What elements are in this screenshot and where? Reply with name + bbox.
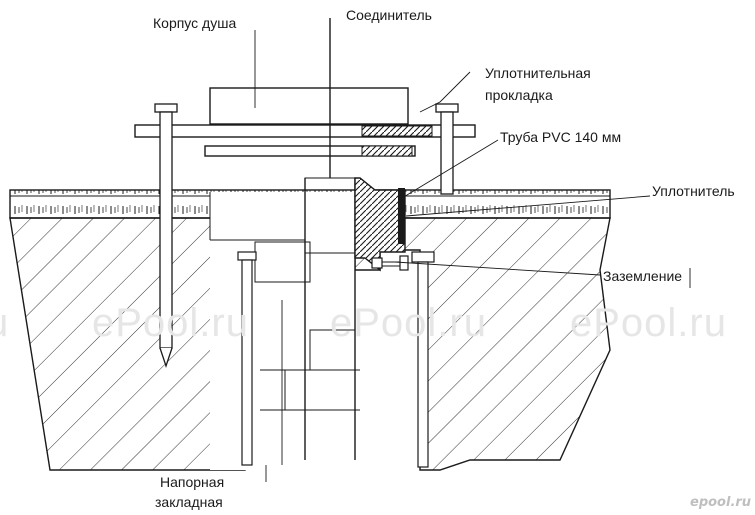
grounding-bolt [371, 255, 409, 271]
lower-flange [204, 145, 416, 157]
right-rod [411, 251, 435, 468]
epool-logo: epool.ru [690, 495, 751, 510]
label-connector: Соединитель [346, 7, 432, 23]
gasket [361, 125, 433, 137]
watermark-left: u [0, 301, 9, 345]
label-pressure-line2: закладная [155, 494, 223, 510]
watermark-center: ePool.ru [92, 301, 249, 345]
left-anchor-bolt [154, 103, 178, 369]
label-gasket-line1: Уплотнительная [485, 65, 591, 81]
shower-body [209, 87, 409, 125]
center-left-rod [237, 251, 257, 466]
pvc-pipe-fitting [354, 177, 406, 272]
watermark-right: ePool.ru [570, 301, 727, 345]
label-sealant: Уплотнитель [652, 183, 735, 199]
label-pvc-pipe: Труба PVC 140 мм [500, 129, 621, 145]
label-shower-body: Корпус душа [153, 15, 236, 31]
label-gasket-line2: прокладка [485, 87, 553, 103]
sealant [398, 188, 405, 244]
label-pressure-line1: Напорная [160, 474, 224, 490]
right-top-bolt [435, 103, 459, 195]
watermark-mid: ePool.ru [330, 301, 487, 345]
label-grounding: Заземление [603, 268, 682, 284]
central-opening [210, 192, 355, 470]
